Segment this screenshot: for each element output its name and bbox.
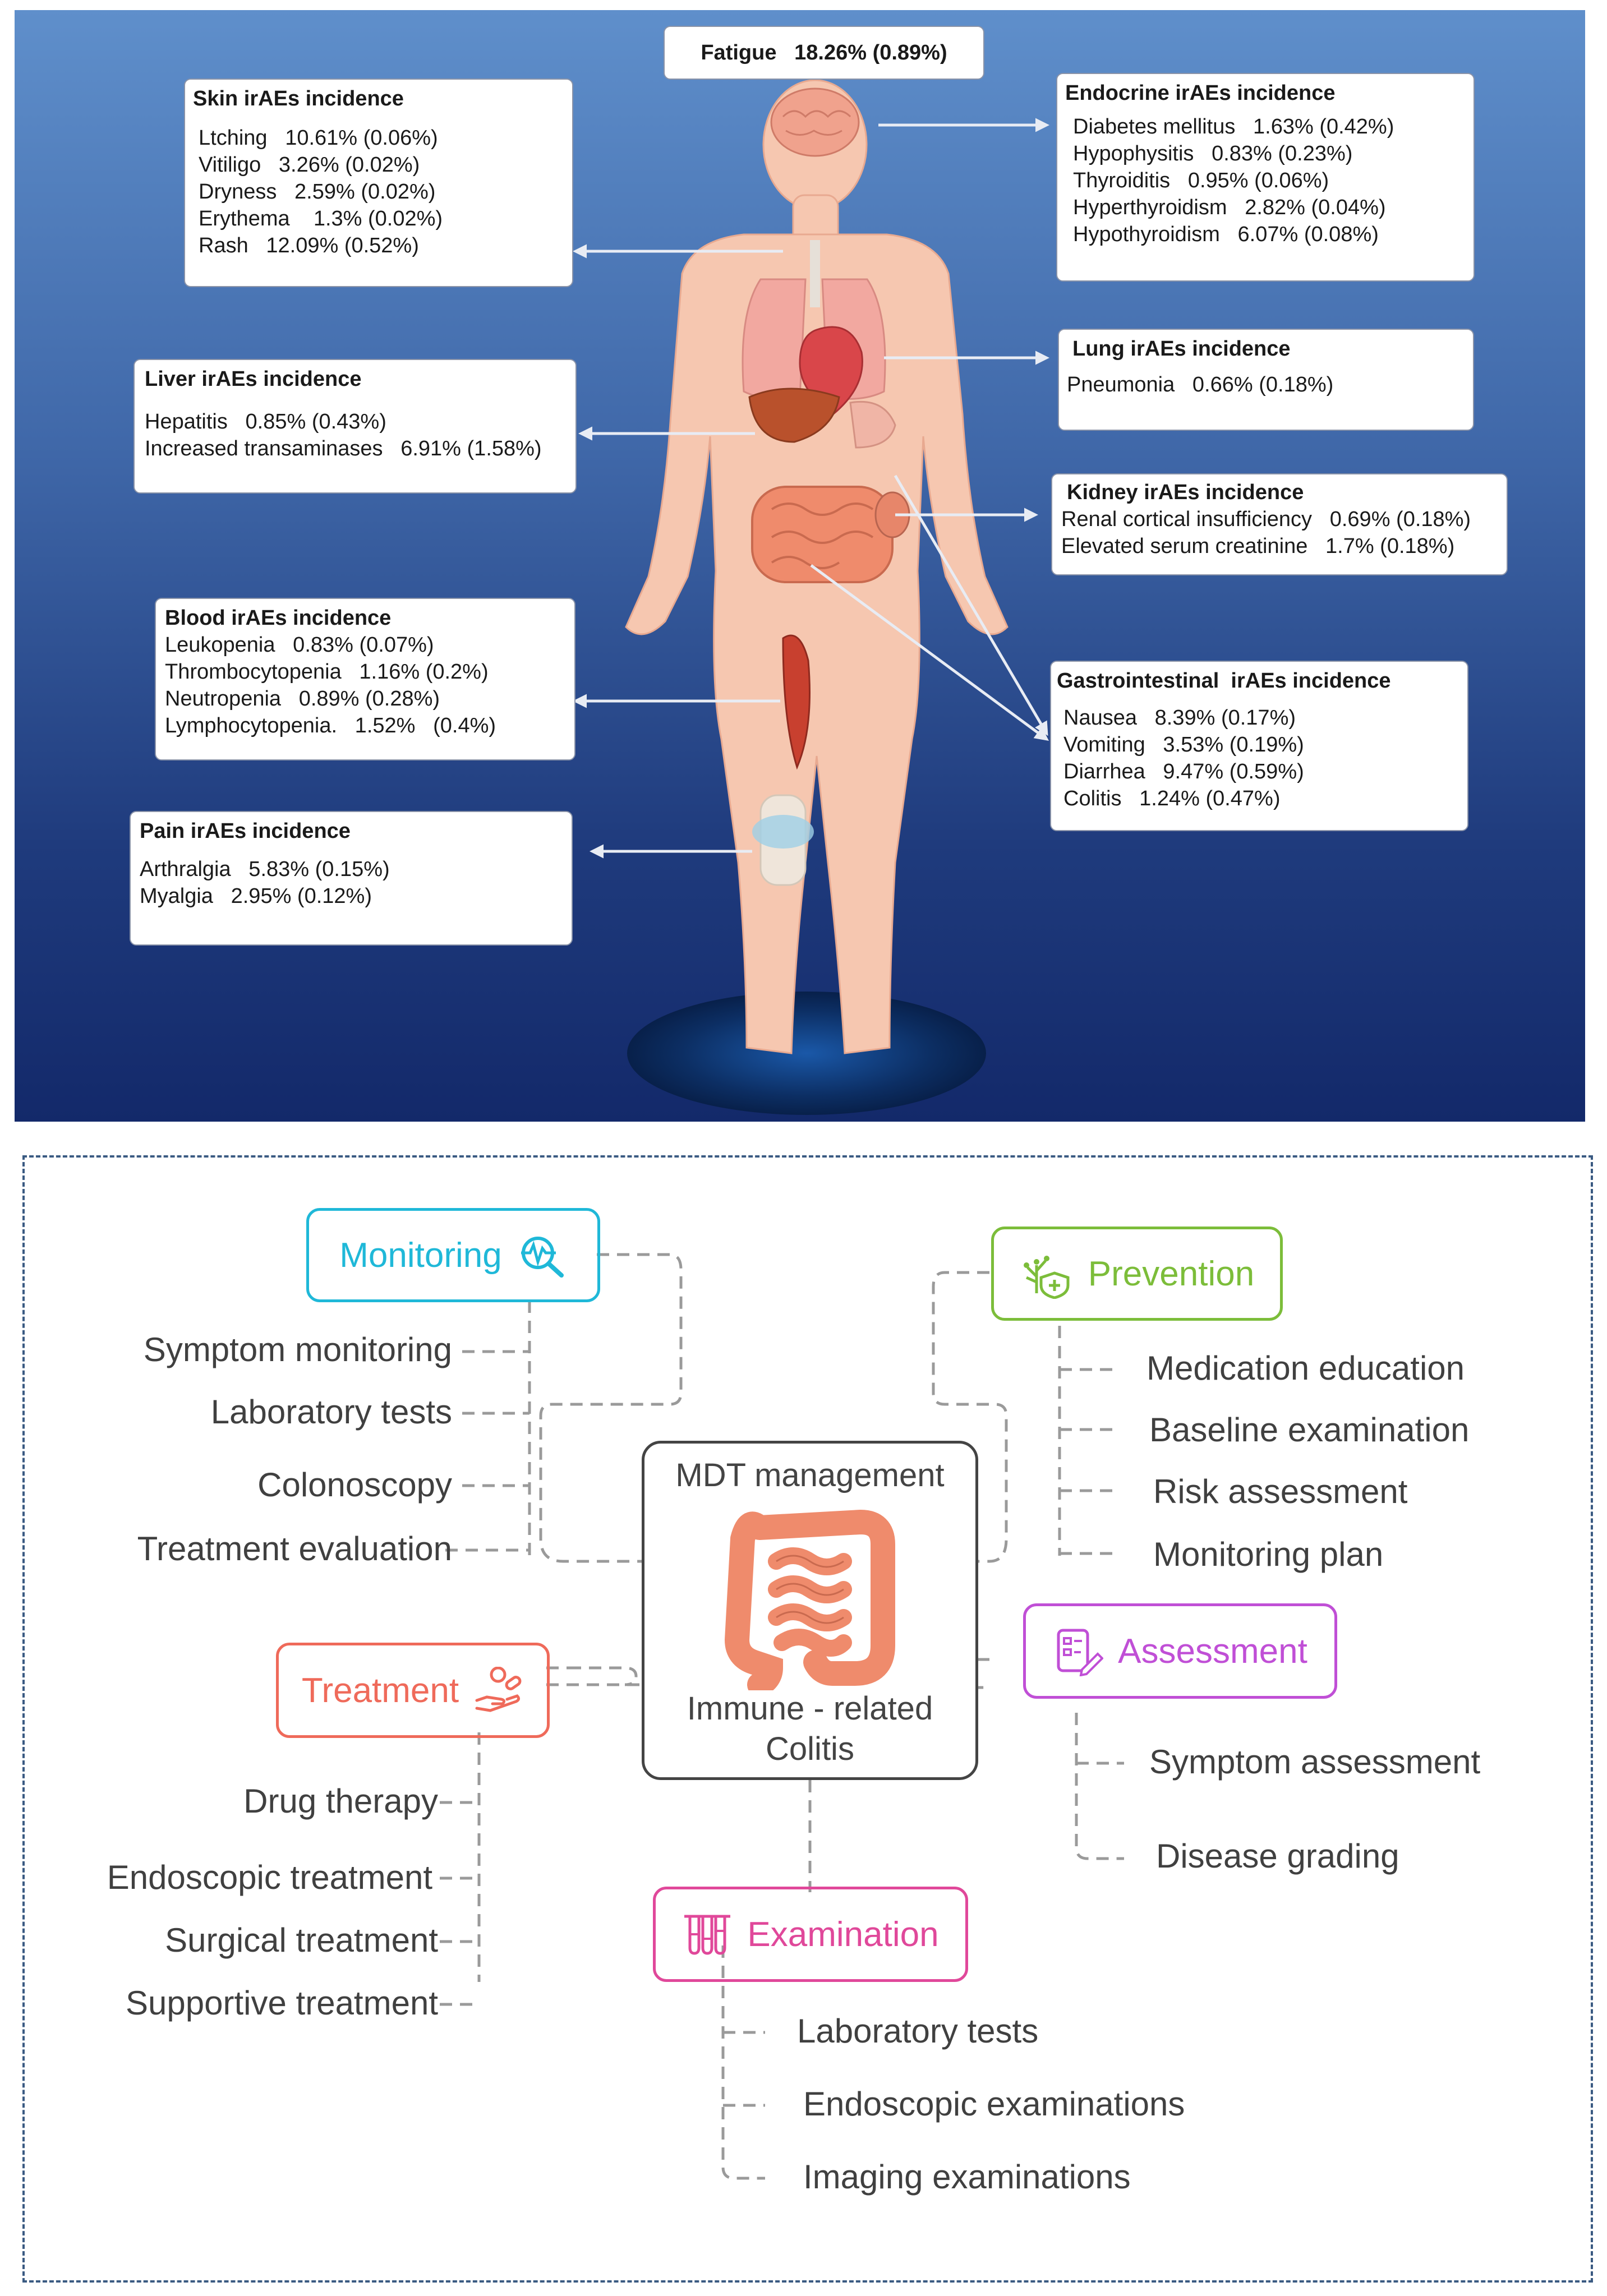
pain-title: Pain irAEs incidence — [140, 819, 351, 843]
test-tubes-icon — [684, 1915, 731, 1955]
pain-line: Myalgia 2.95% (0.12%) — [140, 884, 372, 908]
gi-title: Gastrointestinal irAEs incidence — [1057, 669, 1391, 693]
gi-line: Nausea 8.39% (0.17%) — [1063, 706, 1296, 730]
kidney-title: Kidney irAEs incidence — [1067, 481, 1304, 504]
blood-line: Leukopenia 0.83% (0.07%) — [165, 633, 434, 657]
knee-joint — [752, 794, 814, 886]
mdt-subtitle-2: Colitis — [766, 1731, 854, 1767]
lung-title: Lung irAEs incidence — [1072, 337, 1291, 361]
gi-line: Vomiting 3.53% (0.19%) — [1063, 733, 1304, 757]
endocrine-line: Hypothyroidism 6.07% (0.08%) — [1073, 223, 1379, 246]
organ-arrows — [573, 118, 1049, 859]
hand-pill-icon — [475, 1667, 522, 1712]
fatigue-box: Fatigue 18.26% (0.89%) — [664, 26, 984, 80]
endocrine-box: Endocrine irAEs incidence Diabetes melli… — [1056, 73, 1475, 282]
blood-title: Blood irAEs incidence — [165, 606, 392, 630]
blood-line: Lymphocytopenia. 1.52% (0.4%) — [165, 714, 496, 737]
lung-line: Pneumonia 0.66% (0.18%) — [1067, 373, 1334, 397]
prevention-item: Monitoring plan — [1153, 1536, 1384, 1573]
intestines-organ — [751, 486, 894, 583]
monitoring-item: Symptom monitoring — [143, 1331, 452, 1368]
monitoring-item: Laboratory tests — [210, 1393, 452, 1431]
colon-icon — [724, 1509, 895, 1690]
assessment-item: Symptom assessment — [1149, 1743, 1481, 1781]
mdt-connector-lines — [440, 1253, 1124, 2180]
pain-line: Arthralgia 5.83% (0.15%) — [140, 857, 390, 881]
examination-item: Imaging examinations — [803, 2158, 1131, 2196]
endocrine-line: Hyperthyroidism 2.82% (0.04%) — [1073, 196, 1386, 219]
treatment-label: Treatment — [301, 1671, 459, 1710]
examination-label: Examination — [747, 1915, 939, 1954]
gi-line: Colitis 1.24% (0.47%) — [1063, 787, 1281, 810]
skin-line: Erythema 1.3% (0.02%) — [199, 207, 443, 230]
brain-organ — [770, 87, 860, 157]
plant-shield-icon — [1023, 1256, 1070, 1299]
skin-title: Skin irAEs incidence — [193, 87, 404, 110]
skin-line: Ltching 10.61% (0.06%) — [199, 126, 438, 150]
magnifier-pulse-icon — [521, 1237, 564, 1278]
prevention-item: Baseline examination — [1149, 1411, 1470, 1449]
mdt-diagram-panel: Monitoring Symptom monitoring Laboratory… — [22, 1155, 1593, 2283]
blood-line: Thrombocytopenia 1.16% (0.2%) — [165, 660, 489, 684]
skin-line: Dryness 2.59% (0.02%) — [199, 180, 436, 204]
blood-line: Neutropenia 0.89% (0.28%) — [165, 687, 440, 711]
treatment-item: Supportive treatment — [126, 1984, 438, 2022]
gi-line: Diarrhea 9.47% (0.59%) — [1063, 760, 1304, 783]
pain-box: Pain irAEs incidence Arthralgia 5.83% (0… — [130, 811, 573, 946]
clipboard-edit-icon — [1057, 1629, 1104, 1676]
kidney-box: Kidney irAEs incidence Renal cortical in… — [1051, 473, 1508, 575]
liver-organ — [748, 388, 840, 443]
body-illustration — [573, 79, 1049, 1115]
skin-box: Skin irAEs incidence Ltching 10.61% (0.0… — [184, 79, 573, 287]
kidney-line: Elevated serum creatinine 1.7% (0.18%) — [1061, 534, 1455, 558]
fatigue-label: Fatigue 18.26% (0.89%) — [701, 41, 947, 64]
skin-line: Rash 12.09% (0.52%) — [199, 234, 419, 257]
examination-item: Endoscopic examinations — [803, 2085, 1185, 2123]
prevention-item: Medication education — [1146, 1349, 1465, 1387]
assessment-item: Disease grading — [1156, 1837, 1399, 1875]
treatment-item: Endoscopic treatment — [107, 1859, 432, 1896]
monitoring-item: Treatment evaluation — [137, 1530, 452, 1567]
gi-box: Gastrointestinal irAEs incidence Nausea … — [1050, 661, 1468, 831]
prevention-category[interactable]: Prevention — [991, 1227, 1283, 1321]
mdt-subtitle-1: Immune - related — [687, 1690, 933, 1727]
endocrine-line: Diabetes mellitus 1.63% (0.42%) — [1073, 115, 1394, 139]
pedestal-shape — [627, 992, 986, 1115]
treatment-item: Surgical treatment — [165, 1921, 438, 1959]
prevention-label: Prevention — [1088, 1254, 1255, 1293]
lung-box: Lung irAEs incidence Pneumonia 0.66% (0.… — [1058, 329, 1474, 431]
assessment-category[interactable]: Assessment — [1023, 1603, 1337, 1699]
examination-item: Laboratory tests — [797, 2012, 1039, 2050]
monitoring-item: Colonoscopy — [257, 1466, 452, 1504]
endocrine-line: Hypophysitis 0.83% (0.23%) — [1073, 142, 1353, 165]
kidney-line: Renal cortical insufficiency 0.69% (0.18… — [1061, 508, 1471, 531]
thigh-muscle — [782, 634, 811, 770]
liver-line: Increased transaminases 6.91% (1.58%) — [145, 437, 542, 460]
monitoring-label: Monitoring — [339, 1235, 502, 1275]
liver-line: Hepatitis 0.85% (0.43%) — [145, 410, 386, 434]
prevention-item: Risk assessment — [1153, 1473, 1408, 1510]
mdt-title: MDT management — [675, 1457, 945, 1493]
stomach-organ — [849, 400, 896, 449]
examination-category[interactable]: Examination — [653, 1887, 968, 1982]
irae-body-panel: Fatigue 18.26% (0.89%) Skin irAEs incide… — [15, 10, 1585, 1122]
mdt-center-box[interactable]: MDT management Immune - related Colitis — [642, 1441, 978, 1780]
endocrine-line: Thyroiditis 0.95% (0.06%) — [1073, 169, 1329, 192]
skin-line: Vitiligo 3.26% (0.02%) — [199, 153, 420, 177]
treatment-category[interactable]: Treatment — [276, 1643, 550, 1738]
liver-title: Liver irAEs incidence — [145, 367, 362, 391]
liver-box: Liver irAEs incidence Hepatitis 0.85% (0… — [133, 359, 577, 494]
assessment-label: Assessment — [1118, 1631, 1307, 1671]
blood-box: Blood irAEs incidence Leukopenia 0.83% (… — [155, 598, 575, 760]
monitoring-category[interactable]: Monitoring — [306, 1208, 600, 1302]
endocrine-title: Endocrine irAEs incidence — [1065, 81, 1336, 105]
treatment-item: Drug therapy — [243, 1782, 438, 1820]
